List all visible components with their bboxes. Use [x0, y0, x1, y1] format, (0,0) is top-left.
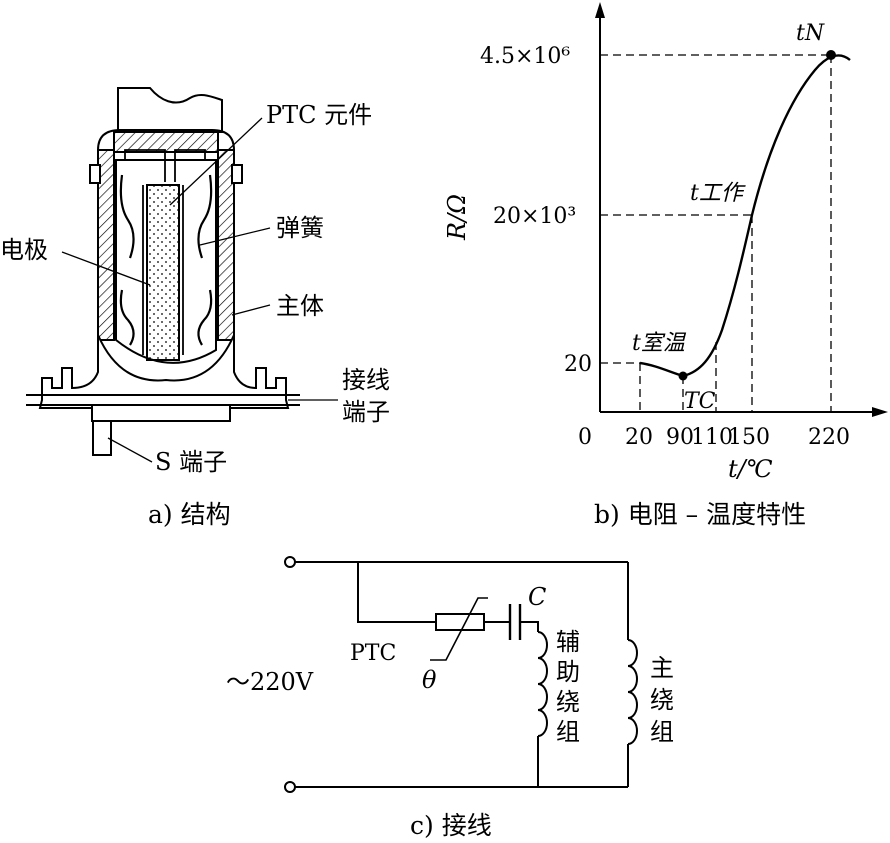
- label-capacitor: C: [528, 583, 546, 611]
- wiring-diagram: [284, 556, 638, 793]
- annotation-t-room: t室温: [632, 331, 687, 356]
- label-terminal-2: 端子: [342, 398, 390, 426]
- inner-bracket: [124, 149, 206, 182]
- left-tab: [89, 164, 101, 184]
- x-tick-110: 110: [691, 425, 733, 450]
- base-body: [38, 334, 290, 409]
- terminal-bottom: [284, 781, 296, 793]
- x-tick-220: 220: [808, 425, 850, 450]
- x-axis-arrow: [872, 407, 888, 417]
- label-aux-4: 组: [556, 718, 580, 746]
- rt-chart: [595, 2, 888, 417]
- terminal-top: [284, 556, 296, 568]
- spring-right-top: [197, 174, 213, 259]
- ptc-thermal-line: [430, 597, 488, 661]
- label-aux-2: 助: [556, 658, 580, 686]
- s-terminal-pin: [92, 420, 112, 456]
- label-terminal-1: 接线: [342, 366, 390, 394]
- rt-curve: [639, 54, 851, 378]
- main-winding-coil: [627, 639, 638, 745]
- y-tick-20: 20: [564, 352, 592, 377]
- aux-winding-coil: [537, 631, 548, 737]
- x-tick-20: 20: [625, 425, 653, 450]
- structure-leaders: [61, 117, 338, 463]
- label-main-2: 绕: [650, 686, 674, 714]
- y-axis-label: R/Ω: [443, 194, 471, 241]
- top-cap: [117, 87, 223, 133]
- annotation-tc: TC: [684, 389, 716, 414]
- guide-lines: [600, 54, 832, 412]
- x-axis-label: t/℃: [728, 455, 773, 483]
- y-tick-4p5e6: 4.5×10⁶: [480, 44, 570, 69]
- ptc-element: [146, 184, 180, 361]
- label-aux-3: 绕: [556, 688, 580, 716]
- y-axis-arrow: [595, 2, 605, 18]
- ptc-resistor: [435, 613, 485, 631]
- left-wall: [97, 149, 115, 341]
- annotation-t-work: t工作: [690, 181, 746, 206]
- spring-left-top: [119, 174, 135, 259]
- label-ptc-element: PTC 元件: [266, 101, 372, 129]
- bottom-plate: [91, 404, 231, 422]
- y-tick-20e3: 20×10³: [493, 204, 576, 229]
- label-main-1: 主: [650, 654, 674, 682]
- caption-b: b) 电阻 – 温度特性: [594, 500, 806, 529]
- point-tc: [678, 371, 688, 381]
- label-main-body: 主体: [276, 292, 324, 320]
- origin-label: 0: [578, 425, 592, 450]
- label-spring: 弹簧: [276, 214, 324, 242]
- outer-shell: [97, 129, 235, 330]
- label-s-terminal: S 端子: [155, 448, 227, 476]
- x-tick-90: 90: [666, 425, 694, 450]
- caption-c: c) 接线: [410, 811, 492, 840]
- top-wall: [113, 131, 219, 153]
- spring-left-bottom: [119, 289, 135, 346]
- label-ptc: PTC: [350, 641, 396, 666]
- caption-a: a) 结构: [148, 500, 231, 529]
- label-electrode: 电极: [0, 236, 48, 264]
- point-tn: [826, 50, 836, 60]
- spring-right-bottom: [197, 289, 213, 346]
- right-wall: [217, 149, 235, 341]
- structure-drawing: [26, 87, 300, 456]
- label-aux-1: 辅: [556, 628, 580, 656]
- x-tick-150: 150: [728, 425, 770, 450]
- annotation-tn: tN: [796, 21, 825, 46]
- label-theta: θ: [422, 666, 437, 694]
- label-main-3: 组: [650, 718, 674, 746]
- label-supply: ～220V: [226, 668, 314, 696]
- right-tab: [231, 164, 243, 184]
